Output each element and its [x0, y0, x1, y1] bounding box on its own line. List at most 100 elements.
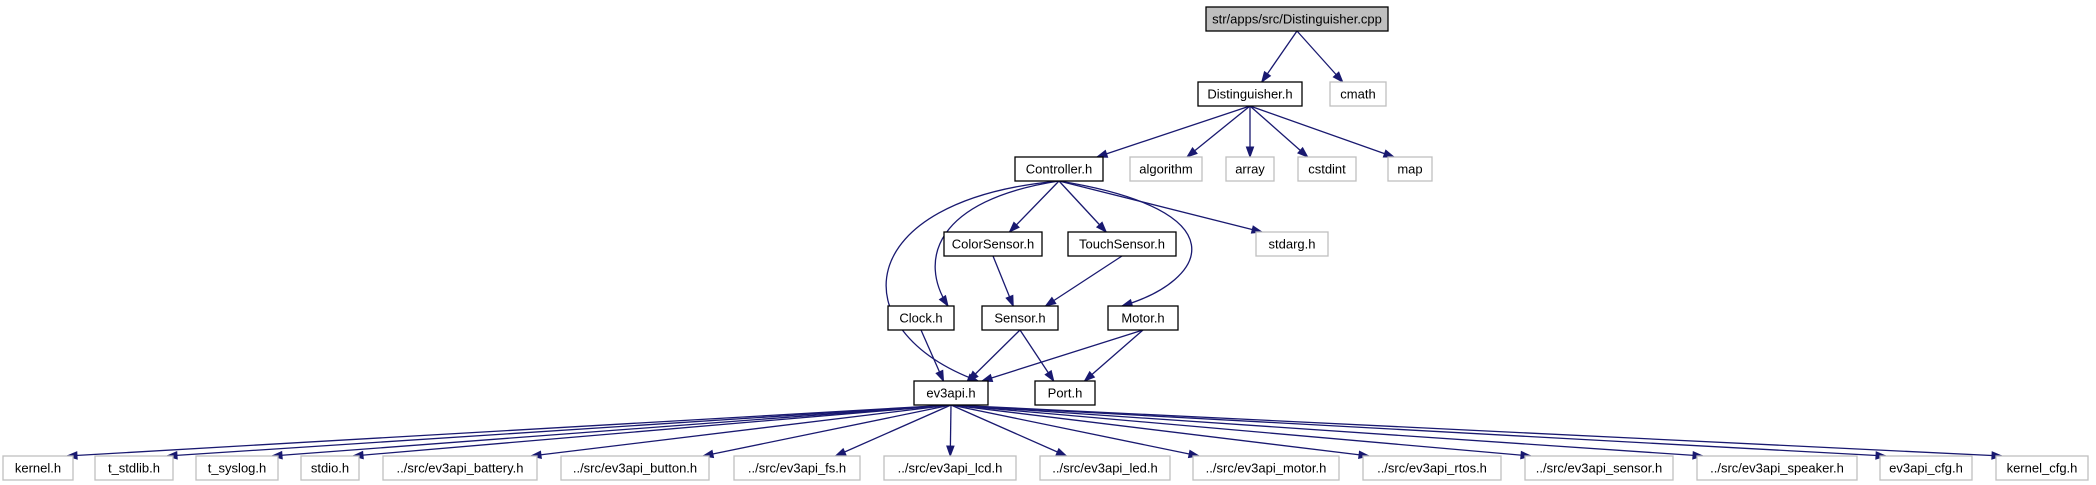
node-t-syslog-h: t_syslog.h [195, 455, 279, 481]
edge-ev3api_h-to-t_syslog_h [271, 404, 952, 457]
edge-ev3api_h-to-ev3api_battery_h [530, 404, 952, 457]
edges-layer [65, 30, 2004, 460]
node-port-h[interactable]: Port.h [1034, 380, 1096, 406]
edge-distinguisher_h-to-algorithm [1186, 105, 1251, 158]
node-ev3api-battery-h: ../src/ev3api_battery.h [382, 455, 538, 481]
arrowhead [1083, 370, 1096, 382]
arrowhead [1044, 369, 1055, 383]
edge-ev3api_h-to-ev3api_cfg_h [950, 404, 1887, 457]
node-ev3api-rtos-h: ../src/ev3api_rtos.h [1362, 455, 1502, 481]
arrowhead [1008, 221, 1020, 234]
node-ev3api-lcd-h: ../src/ev3api_lcd.h [883, 455, 1017, 481]
node-box [1197, 81, 1303, 107]
node-box [195, 455, 279, 481]
edge-sensor_h-to-ev3api_h [967, 329, 1021, 382]
node-label: Motor.h [1121, 311, 1164, 326]
arrowhead [1382, 149, 1396, 158]
nodes-layer: str/apps/src/Distinguisher.cppDistinguis… [2, 6, 2089, 481]
arrowhead [1297, 146, 1309, 158]
edge-ev3api_h-to-t_stdlib_h [166, 404, 952, 457]
edge-motor_h-to-port_h [1084, 329, 1144, 382]
arrowhead [935, 369, 945, 383]
node-box [1879, 455, 1973, 481]
node-box [1039, 455, 1171, 481]
node-box [1329, 81, 1387, 107]
node-label: ../src/ev3api_battery.h [397, 461, 524, 476]
edge-ev3api_h-to-ev3api_rtos_h [950, 404, 1370, 457]
edge-distinguisher_h-to-cstdint [1249, 105, 1309, 158]
node-distinguisher-h[interactable]: Distinguisher.h [1197, 81, 1303, 107]
edge-ev3api_h-to-ev3api_button_h [702, 404, 952, 457]
arrowhead [1095, 221, 1108, 234]
node-box [1192, 455, 1340, 481]
node-label: str/apps/src/Distinguisher.cpp [1212, 12, 1382, 27]
node-algorithm: algorithm [1129, 156, 1203, 182]
node-array: array [1225, 156, 1275, 182]
edge-controller_h-to-colorsensor_h [1009, 180, 1060, 233]
node-cstdint: cstdint [1297, 156, 1357, 182]
node-box [1387, 156, 1433, 182]
node-map: map [1387, 156, 1433, 182]
node-stdarg-h: stdarg.h [1255, 231, 1329, 257]
node-label: kernel_cfg.h [2007, 461, 2078, 476]
node-ev3api-h[interactable]: ev3api.h [913, 380, 989, 406]
edge-controller_h-to-ev3api_h [885, 180, 1060, 382]
node-touchsensor-h[interactable]: TouchSensor.h [1067, 231, 1177, 257]
node-ev3api-led-h: ../src/ev3api_led.h [1039, 455, 1171, 481]
arrowhead [1005, 294, 1014, 308]
node-box [913, 380, 989, 406]
node-box [733, 455, 861, 481]
node-box [887, 305, 955, 331]
node-label: Distinguisher.h [1207, 87, 1292, 102]
node-label: ColorSensor.h [952, 237, 1034, 252]
node-clock-h[interactable]: Clock.h [887, 305, 955, 331]
node-label: ../src/ev3api_speaker.h [1710, 461, 1844, 476]
edge-distinguisher_cpp-to-cmath [1296, 30, 1344, 83]
node-colorsensor-h[interactable]: ColorSensor.h [943, 231, 1043, 257]
node-label: t_syslog.h [208, 461, 267, 476]
node-box [1034, 380, 1096, 406]
node-box [1995, 455, 2089, 481]
node-ev3api-speaker-h: ../src/ev3api_speaker.h [1696, 455, 1858, 481]
arrowhead [1332, 71, 1344, 84]
edge-ev3api_h-to-ev3api_speaker_h [950, 404, 1704, 457]
edge-distinguisher_h-to-map [1249, 105, 1395, 158]
node-label: TouchSensor.h [1079, 237, 1165, 252]
node-t-stdlib-h: t_stdlib.h [94, 455, 174, 481]
node-box [883, 455, 1017, 481]
node-label: ../src/ev3api_motor.h [1206, 461, 1327, 476]
arrowhead [1095, 149, 1109, 158]
node-box [300, 455, 360, 481]
node-label: ../src/ev3api_rtos.h [1377, 461, 1487, 476]
node-motor-h[interactable]: Motor.h [1107, 305, 1179, 331]
edge-touchsensor_h-to-sensor_h [1045, 255, 1123, 307]
node-label: algorithm [1139, 162, 1192, 177]
node-controller-h[interactable]: Controller.h [1014, 156, 1104, 182]
node-ev3api-button-h: ../src/ev3api_button.h [560, 455, 710, 481]
arrowhead [1260, 70, 1272, 84]
node-box [1696, 455, 1858, 481]
node-sensor-h[interactable]: Sensor.h [981, 305, 1059, 331]
node-distinguisher-cpp[interactable]: str/apps/src/Distinguisher.cpp [1205, 6, 1389, 32]
node-label: Sensor.h [994, 311, 1045, 326]
node-box [1067, 231, 1177, 257]
node-label: ../src/ev3api_led.h [1052, 461, 1158, 476]
arrowhead [1185, 147, 1198, 158]
node-label: map [1397, 162, 1422, 177]
arrowhead [1245, 146, 1255, 159]
edge-controller_h-to-stdarg_h [1058, 180, 1263, 233]
node-label: Controller.h [1026, 162, 1092, 177]
node-box [1255, 231, 1329, 257]
node-label: ../src/ev3api_button.h [573, 461, 697, 476]
edge-motor_h-to-ev3api_h [981, 329, 1144, 382]
node-box [382, 455, 538, 481]
node-label: cmath [1340, 87, 1375, 102]
node-cmath: cmath [1329, 81, 1387, 107]
edge-ev3api_h-to-ev3api_led_h [950, 404, 1067, 457]
arrowhead [834, 447, 847, 457]
node-label: cstdint [1308, 162, 1346, 177]
node-stdio-h: stdio.h [300, 455, 360, 481]
node-label: ../src/ev3api_sensor.h [1536, 461, 1662, 476]
edge-ev3api_h-to-ev3api_sensor_h [950, 404, 1532, 457]
node-label: ev3api.h [926, 386, 975, 401]
